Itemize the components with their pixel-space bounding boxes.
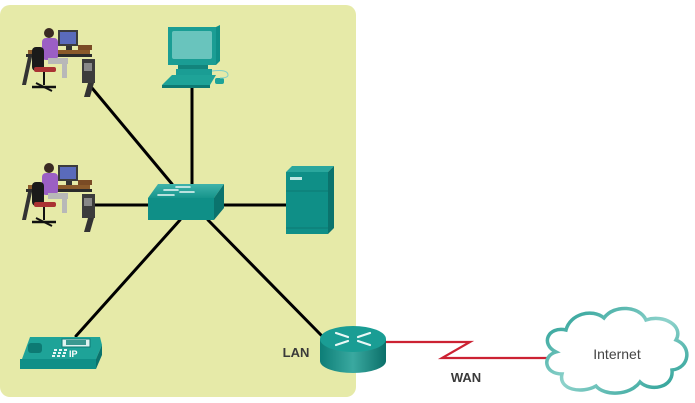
ethernet-links [74,80,324,338]
link-switch-phone [74,218,182,338]
link-switch-router [206,218,324,338]
link-userpc1-switch [90,86,174,186]
switch-icon[interactable] [148,184,224,220]
ip-phone-icon[interactable]: IP [20,337,102,369]
ip-phone-badge: IP [69,349,78,359]
user-workstation-icon[interactable] [22,28,95,97]
router-icon[interactable] [320,326,386,373]
lan-label: LAN [283,345,310,360]
user-workstation-icon[interactable] [22,163,95,232]
desktop-pc-icon[interactable] [162,25,229,88]
server-icon[interactable] [286,166,334,234]
internet-label: Internet [593,346,641,362]
wan-label: WAN [451,370,481,385]
internet-cloud-icon[interactable]: Internet [545,306,689,395]
wan-serial-link [386,340,552,360]
